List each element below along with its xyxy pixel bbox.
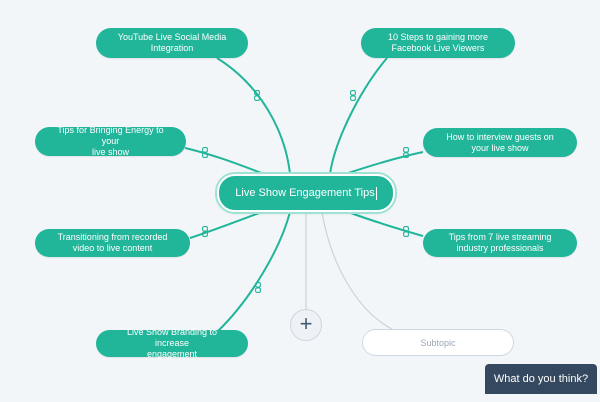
link-icon[interactable] (403, 147, 409, 158)
feedback-button-label: What do you think? (493, 373, 589, 385)
feedback-button[interactable]: What do you think? (485, 364, 597, 394)
connector-line (216, 57, 291, 175)
link-icon[interactable] (254, 90, 260, 101)
subtopic-placeholder-label: Subtopic (420, 337, 456, 348)
connector-line (321, 211, 393, 330)
central-topic-node[interactable]: Live Show Engagement Tips (217, 174, 395, 212)
topic-node[interactable]: Live Show Branding to increase engagemen… (96, 327, 248, 359)
add-topic-button[interactable]: + (290, 309, 322, 341)
connector-line (184, 147, 265, 175)
connector-line (189, 211, 263, 239)
plus-icon: + (299, 311, 313, 336)
link-icon[interactable] (255, 282, 261, 293)
link-icon[interactable] (202, 226, 208, 237)
connector-line (217, 211, 291, 332)
connector-line (344, 151, 424, 175)
central-topic-label[interactable]: Live Show Engagement Tips (235, 187, 375, 199)
text-cursor (375, 186, 377, 200)
connector-line (329, 57, 388, 175)
link-icon[interactable] (350, 90, 356, 101)
topic-node[interactable]: 10 Steps to gaining more Facebook Live V… (361, 28, 515, 58)
connector-line (347, 211, 424, 237)
topic-node[interactable]: YouTube Live Social Media Integration (96, 28, 248, 58)
topic-node[interactable]: Transitioning from recorded video to liv… (35, 229, 190, 257)
topic-node[interactable]: Tips for Bringing Energy to your live sh… (35, 125, 186, 157)
subtopic-placeholder-node[interactable]: Subtopic (362, 329, 514, 356)
topic-node[interactable]: How to interview guests on your live sho… (423, 128, 577, 157)
link-icon[interactable] (403, 226, 409, 237)
link-icon[interactable] (202, 147, 208, 158)
topic-node[interactable]: Tips from 7 live streaming industry prof… (423, 229, 577, 257)
